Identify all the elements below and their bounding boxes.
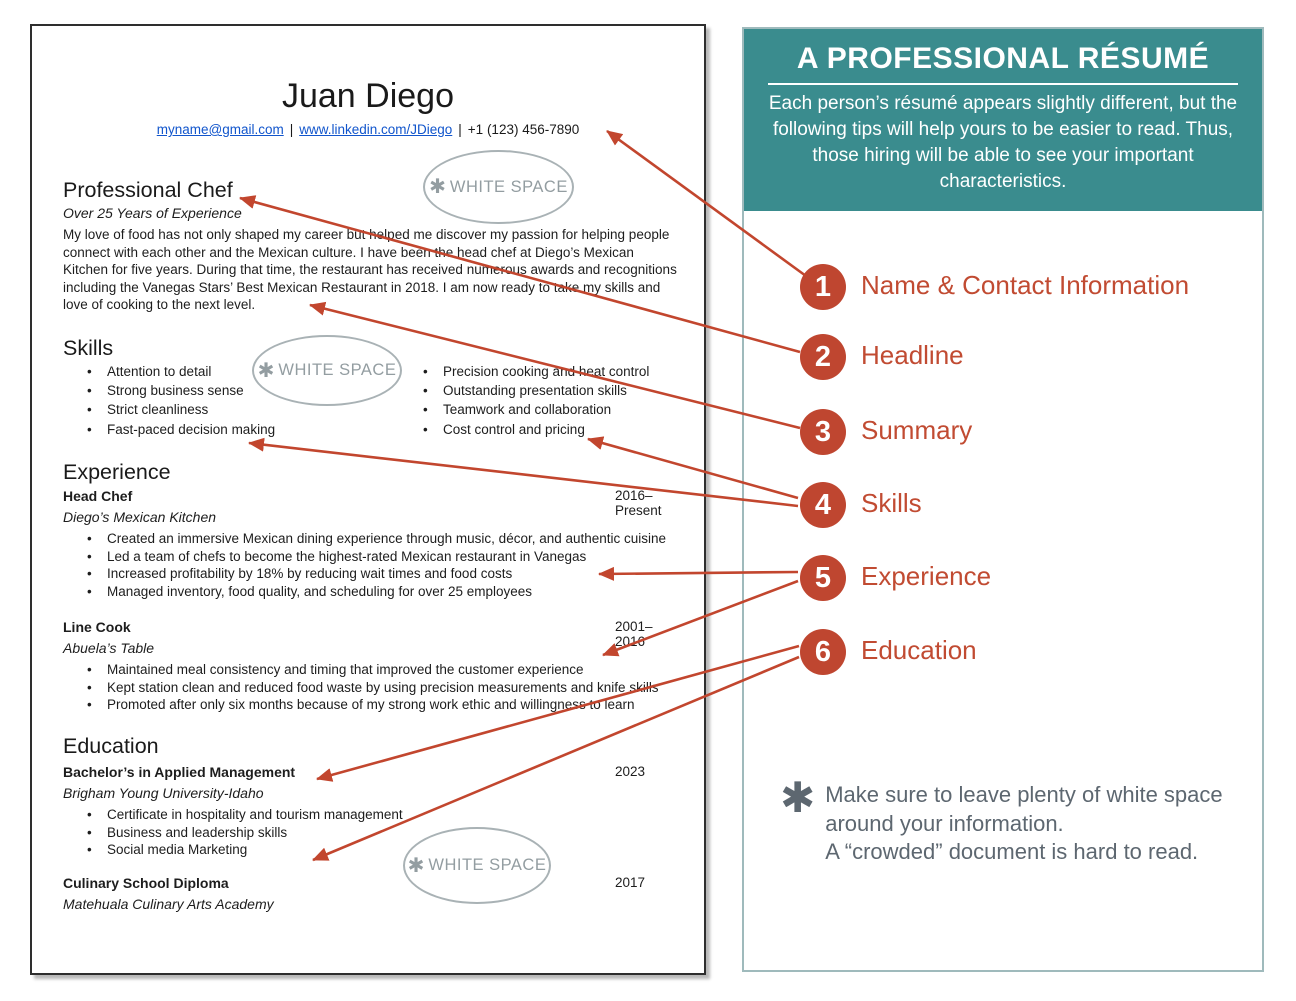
note-line: A “crowded” document is hard to read.	[825, 839, 1199, 864]
phone-number: +1 (123) 456-7890	[467, 122, 580, 137]
job-dates: 2016–Present	[615, 488, 662, 518]
degree-dates: 2023	[615, 764, 646, 779]
skill-item: Strong business sense	[87, 381, 387, 400]
tip-label: Education	[861, 635, 977, 665]
skill-item: Precision cooking and heat control	[423, 362, 703, 381]
school-title-row: Bachelor’s in Applied Management 2023	[63, 764, 681, 782]
title-underline	[768, 83, 1238, 85]
skills-list-right: Precision cooking and heat control Outst…	[423, 362, 703, 439]
contact-separator: |	[458, 122, 462, 137]
tip-item-headline: 2 Headline	[800, 334, 964, 380]
tips-panel-header: A PROFESSIONAL RÉSUMÉ Each person’s résu…	[744, 29, 1262, 211]
skills-heading: Skills	[63, 336, 114, 360]
tip-item-education: 6 Education	[800, 629, 977, 675]
job-bullet: Maintained meal consistency and timing t…	[87, 661, 687, 679]
resume-page: Juan Diego myname@gmail.com | www.linkedin…	[30, 24, 706, 975]
resume-name: Juan Diego	[281, 77, 454, 115]
school-bullet: Business and leadership skills	[87, 824, 687, 842]
school-title-row: Culinary School Diploma 2017	[63, 875, 681, 893]
tip-label: Experience	[861, 561, 992, 591]
tip-number-badge: 1	[800, 264, 846, 310]
note-line: Make sure to leave plenty of white space	[825, 782, 1223, 807]
job-title-row: Head Chef 2016–Present	[63, 488, 681, 518]
school-bullet: Certificate in hospitality and tourism m…	[87, 806, 687, 824]
job-title: Head Chef	[63, 488, 133, 504]
white-space-callout: ✱ WHITE SPACE	[252, 335, 402, 406]
panel-intro: Each person’s résumé appears slightly di…	[768, 93, 1238, 192]
asterisk-icon: ✱	[407, 854, 425, 877]
linkedin-link[interactable]: www.linkedin.com/JDiego	[299, 122, 453, 137]
asterisk-icon: ✱	[429, 176, 446, 198]
tip-number-badge: 2	[800, 334, 846, 380]
tip-number-badge: 6	[800, 629, 846, 675]
skill-item: Cost control and pricing	[423, 420, 703, 439]
job-title: Line Cook	[63, 619, 131, 635]
resume-headline: Professional Chef	[63, 178, 233, 202]
tip-number-badge: 4	[800, 482, 846, 528]
resume-summary: My love of food has not only shaped my c…	[63, 227, 677, 313]
resume-subheadline: Over 25 Years of Experience	[63, 205, 242, 221]
school-name: Brigham Young University-Idaho	[63, 785, 264, 801]
resume-content: Juan Diego myname@gmail.com | www.linkedin…	[32, 26, 704, 973]
white-space-note: ✱ Make sure to leave plenty of white spa…	[780, 777, 1236, 867]
asterisk-icon: ✱	[780, 774, 816, 821]
skill-item: Teamwork and collaboration	[423, 400, 703, 419]
email-link[interactable]: myname@gmail.com	[156, 122, 284, 137]
job-bullets: Maintained meal consistency and timing t…	[87, 661, 687, 714]
job-bullet: Created an immersive Mexican dining expe…	[87, 530, 687, 548]
white-space-callout: ✱ WHITE SPACE	[403, 827, 551, 904]
tip-label: Skills	[861, 488, 922, 518]
panel-title: A PROFESSIONAL RÉSUMÉ	[796, 42, 1210, 75]
skill-item: Strict cleanliness	[87, 400, 387, 419]
white-space-label: WHITE SPACE	[428, 856, 547, 874]
job-bullet: Managed inventory, food quality, and sch…	[87, 583, 687, 601]
job-bullets: Created an immersive Mexican dining expe…	[87, 530, 687, 600]
tips-panel: A PROFESSIONAL RÉSUMÉ Each person’s résu…	[742, 27, 1264, 972]
job-bullet: Led a team of chefs to become the highes…	[87, 548, 687, 566]
job-company: Diego’s Mexican Kitchen	[63, 509, 217, 525]
tip-item-skills: 4 Skills	[800, 482, 922, 528]
tip-item-summary: 3 Summary	[800, 409, 972, 455]
white-space-label: WHITE SPACE	[449, 177, 568, 196]
tip-item-name-contact: 1 Name & Contact Information	[800, 264, 1189, 310]
job-bullet: Promoted after only six months because o…	[87, 696, 687, 714]
experience-heading: Experience	[63, 460, 171, 484]
tip-number-badge: 5	[800, 555, 846, 601]
degree-title: Bachelor’s in Applied Management	[63, 764, 296, 780]
tip-number-badge: 3	[800, 409, 846, 455]
school-bullets: Certificate in hospitality and tourism m…	[87, 806, 687, 859]
school-name: Matehuala Culinary Arts Academy	[63, 896, 274, 912]
job-bullet: Kept station clean and reduced food wast…	[87, 679, 687, 697]
asterisk-icon: ✱	[257, 359, 275, 382]
note-line: around your information.	[825, 810, 1064, 836]
white-space-callout: ✱ WHITE SPACE	[423, 150, 574, 224]
skill-item: Outstanding presentation skills	[423, 381, 703, 400]
job-title-row: Line Cook 2001–2016	[63, 619, 681, 649]
contact-line: myname@gmail.com | www.linkedin.com/JDiego…	[32, 122, 704, 137]
tip-label: Name & Contact Information	[861, 270, 1190, 300]
tip-label: Summary	[861, 415, 973, 445]
tip-item-experience: 5 Experience	[800, 555, 991, 601]
skill-item: Attention to detail	[87, 362, 387, 381]
skill-item: Fast-paced decision making	[87, 420, 387, 439]
skills-list-left: Attention to detail Strong business sens…	[87, 362, 387, 439]
education-heading: Education	[63, 734, 159, 758]
school-bullet: Social media Marketing	[87, 841, 687, 859]
job-dates: 2001–2016	[615, 619, 653, 649]
job-bullet: Increased profitability by 18% by reduci…	[87, 565, 687, 583]
tip-label: Headline	[861, 340, 964, 370]
job-company: Abuela’s Table	[63, 640, 155, 656]
note-text: Make sure to leave plenty of white space…	[825, 781, 1222, 867]
white-space-label: WHITE SPACE	[278, 361, 397, 379]
degree-dates: 2017	[615, 875, 646, 890]
contact-separator: |	[289, 122, 294, 137]
degree-title: Culinary School Diploma	[63, 875, 229, 891]
